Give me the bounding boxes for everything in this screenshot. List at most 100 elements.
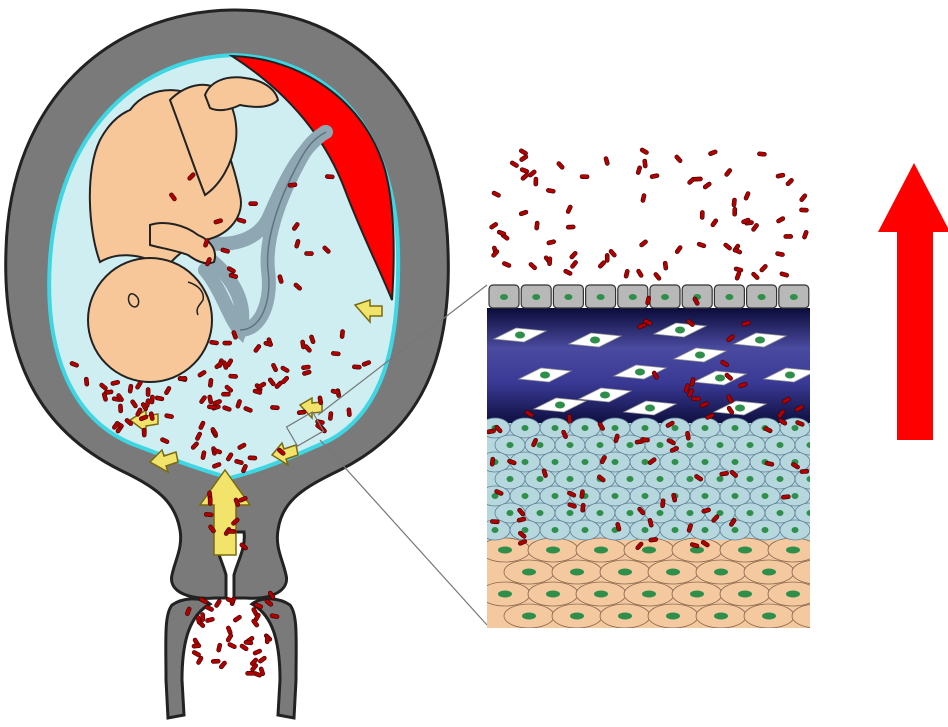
bacterium [639, 239, 649, 248]
bacterium [708, 149, 718, 156]
bacterium [569, 251, 578, 260]
cell-nucleus [597, 294, 605, 300]
cell-nucleus [507, 476, 514, 482]
bacterium [233, 614, 243, 622]
bacterium [497, 230, 507, 237]
cell-nucleus [612, 493, 619, 499]
cell-nucleus [582, 459, 589, 465]
bacterium [352, 365, 361, 370]
fetus-head [88, 258, 212, 382]
cell-nucleus [702, 493, 709, 499]
bacterium [534, 177, 538, 186]
bacterium [534, 221, 539, 230]
cell-nucleus [738, 591, 752, 598]
cell-nucleus [582, 425, 589, 431]
bacterium [547, 257, 552, 266]
cell-nucleus [762, 613, 776, 620]
cell-nucleus [600, 392, 610, 399]
bacterium [490, 519, 499, 524]
bacterium [605, 253, 609, 262]
bacterium [208, 378, 213, 387]
cell-nucleus [552, 493, 559, 499]
cell-nucleus [546, 591, 560, 598]
cell-nucleus [570, 613, 584, 620]
cell-nucleus [597, 442, 604, 448]
cell-nucleus [807, 510, 814, 516]
cell-nucleus [695, 352, 705, 359]
cell-nucleus [762, 569, 776, 576]
bacterium [196, 655, 204, 665]
bacterium [246, 671, 255, 675]
cell-nucleus [810, 569, 824, 576]
bacterium [604, 156, 610, 166]
cell-nucleus [762, 493, 769, 499]
bacterium [800, 469, 809, 474]
bacterium [636, 268, 644, 278]
cell-nucleus [687, 442, 694, 448]
bacterium [732, 198, 737, 207]
cell-nucleus [552, 459, 559, 465]
cell-nucleus [627, 510, 634, 516]
bacterium [248, 456, 257, 460]
bacterium [249, 202, 258, 206]
cell-nucleus [522, 425, 529, 431]
bacterium [639, 147, 649, 155]
cell-nucleus [555, 402, 565, 409]
bacterium [776, 173, 786, 179]
cell-nucleus [786, 591, 800, 598]
cell-nucleus [807, 442, 814, 448]
cell-nucleus [570, 569, 584, 576]
cell-nucleus [675, 327, 685, 334]
bacterium [724, 168, 733, 178]
cell-nucleus [618, 569, 632, 576]
cell-nucleus [661, 294, 669, 300]
bacterium [146, 388, 150, 397]
cell-nucleus [777, 442, 784, 448]
cell-nucleus [747, 476, 754, 482]
cell-nucleus [717, 476, 724, 482]
cell-nucleus [714, 569, 728, 576]
cell-nucleus [810, 613, 824, 620]
cell-nucleus [567, 510, 574, 516]
bacterium [304, 251, 313, 255]
bacterium [520, 172, 529, 181]
cell-nucleus [785, 372, 795, 379]
bacterium [697, 242, 707, 249]
cell-nucleus [672, 527, 679, 533]
cell-nucleus [500, 294, 508, 300]
bacterium [636, 165, 642, 175]
bacterium [297, 410, 306, 415]
cell-nucleus [540, 372, 550, 379]
bacterium [244, 640, 253, 645]
bacterium [775, 251, 785, 257]
cell-nucleus [777, 476, 784, 482]
cell-nucleus [567, 476, 574, 482]
cell-nucleus [552, 527, 559, 533]
cell-nucleus [627, 476, 634, 482]
bacterium [702, 181, 712, 190]
cell-nucleus [642, 493, 649, 499]
bacterium [759, 264, 768, 273]
cell-nucleus [642, 425, 649, 431]
bacterium [734, 266, 744, 272]
cell-nucleus [546, 547, 560, 554]
cell-nucleus [715, 375, 725, 382]
cell-nucleus [532, 294, 540, 300]
cell-nucleus [792, 425, 799, 431]
bacterium [258, 655, 268, 664]
cell-nucleus [627, 442, 634, 448]
bacterium [751, 271, 760, 280]
bacterium [328, 411, 333, 420]
cell-nucleus [642, 547, 656, 554]
bacterium [566, 225, 575, 229]
bacterium [691, 397, 700, 401]
bacterium [225, 633, 233, 643]
bacterium [674, 154, 683, 163]
bacteria-amniotic-fluid [489, 147, 809, 281]
bacterium [693, 177, 702, 181]
bacterium [640, 193, 646, 203]
cell-nucleus [507, 442, 514, 448]
bacterium [723, 242, 733, 251]
cell-nucleus [747, 510, 754, 516]
